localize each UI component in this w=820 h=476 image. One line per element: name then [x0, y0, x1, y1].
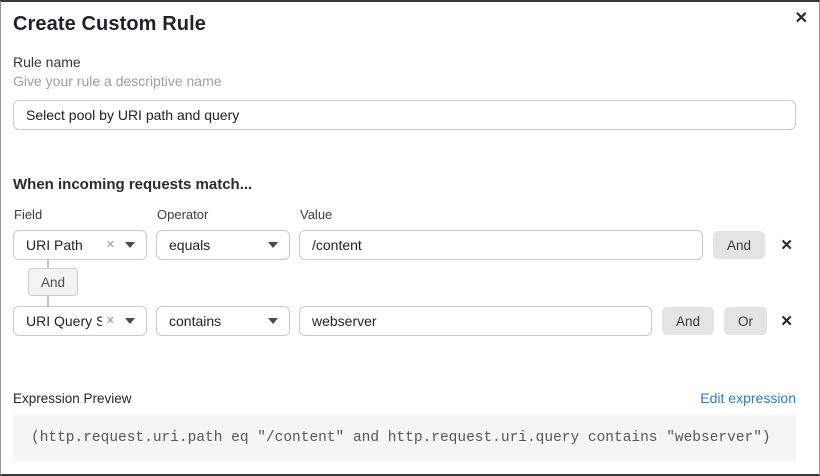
operator-select-value: contains	[169, 313, 222, 329]
rule-name-label: Rule name	[13, 54, 81, 70]
operator-select-row2[interactable]: contains	[156, 306, 290, 336]
dialog-content: Create Custom Rule Rule name Give your r…	[1, 2, 819, 461]
value-column-label: Value	[300, 207, 333, 222]
and-button-row2[interactable]: And	[662, 307, 715, 335]
chevron-down-icon	[125, 318, 135, 324]
expression-preview-label: Expression Preview	[13, 391, 132, 406]
and-connector-badge: And	[28, 268, 79, 296]
value-input-row1[interactable]	[299, 230, 703, 260]
expression-code: (http.request.uri.path eq "/content" and…	[13, 415, 796, 461]
remove-row2-icon[interactable]: ✕	[777, 312, 796, 331]
close-icon[interactable]: ✕	[791, 8, 812, 30]
rule-name-input[interactable]	[13, 100, 796, 130]
and-button-row1[interactable]: And	[713, 231, 766, 259]
operator-column-label: Operator	[157, 207, 209, 222]
or-button-row2[interactable]: Or	[724, 307, 768, 335]
clear-icon[interactable]: ✕	[105, 314, 115, 327]
condition-row-1: URI Path ✕ equals And ✕	[13, 230, 796, 260]
operator-select-row1[interactable]: equals	[156, 230, 290, 260]
field-select-row2[interactable]: URI Query St... ✕	[13, 306, 147, 336]
operator-select-value: equals	[169, 237, 211, 253]
field-column-label: Field	[14, 207, 43, 222]
value-input-row2[interactable]	[299, 306, 652, 336]
field-select-row1[interactable]: URI Path ✕	[13, 230, 147, 260]
chevron-down-icon	[125, 242, 135, 248]
chevron-down-icon	[268, 318, 278, 324]
rule-name-hint: Give your rule a descriptive name	[13, 73, 222, 89]
match-heading: When incoming requests match...	[13, 176, 253, 193]
chevron-down-icon	[268, 242, 278, 248]
condition-row-2: URI Query St... ✕ contains And Or ✕	[13, 306, 796, 336]
expression-header: Expression Preview Edit expression	[13, 390, 796, 407]
edit-expression-link[interactable]: Edit expression	[700, 390, 796, 406]
page-title: Create Custom Rule	[13, 13, 206, 35]
remove-row1-icon[interactable]: ✕	[777, 236, 796, 255]
field-select-value: URI Query St...	[26, 313, 102, 329]
column-labels: Field Operator Value	[13, 207, 796, 223]
field-select-value: URI Path	[26, 237, 83, 253]
condition-connector: And	[13, 259, 796, 307]
clear-icon[interactable]: ✕	[105, 238, 115, 251]
